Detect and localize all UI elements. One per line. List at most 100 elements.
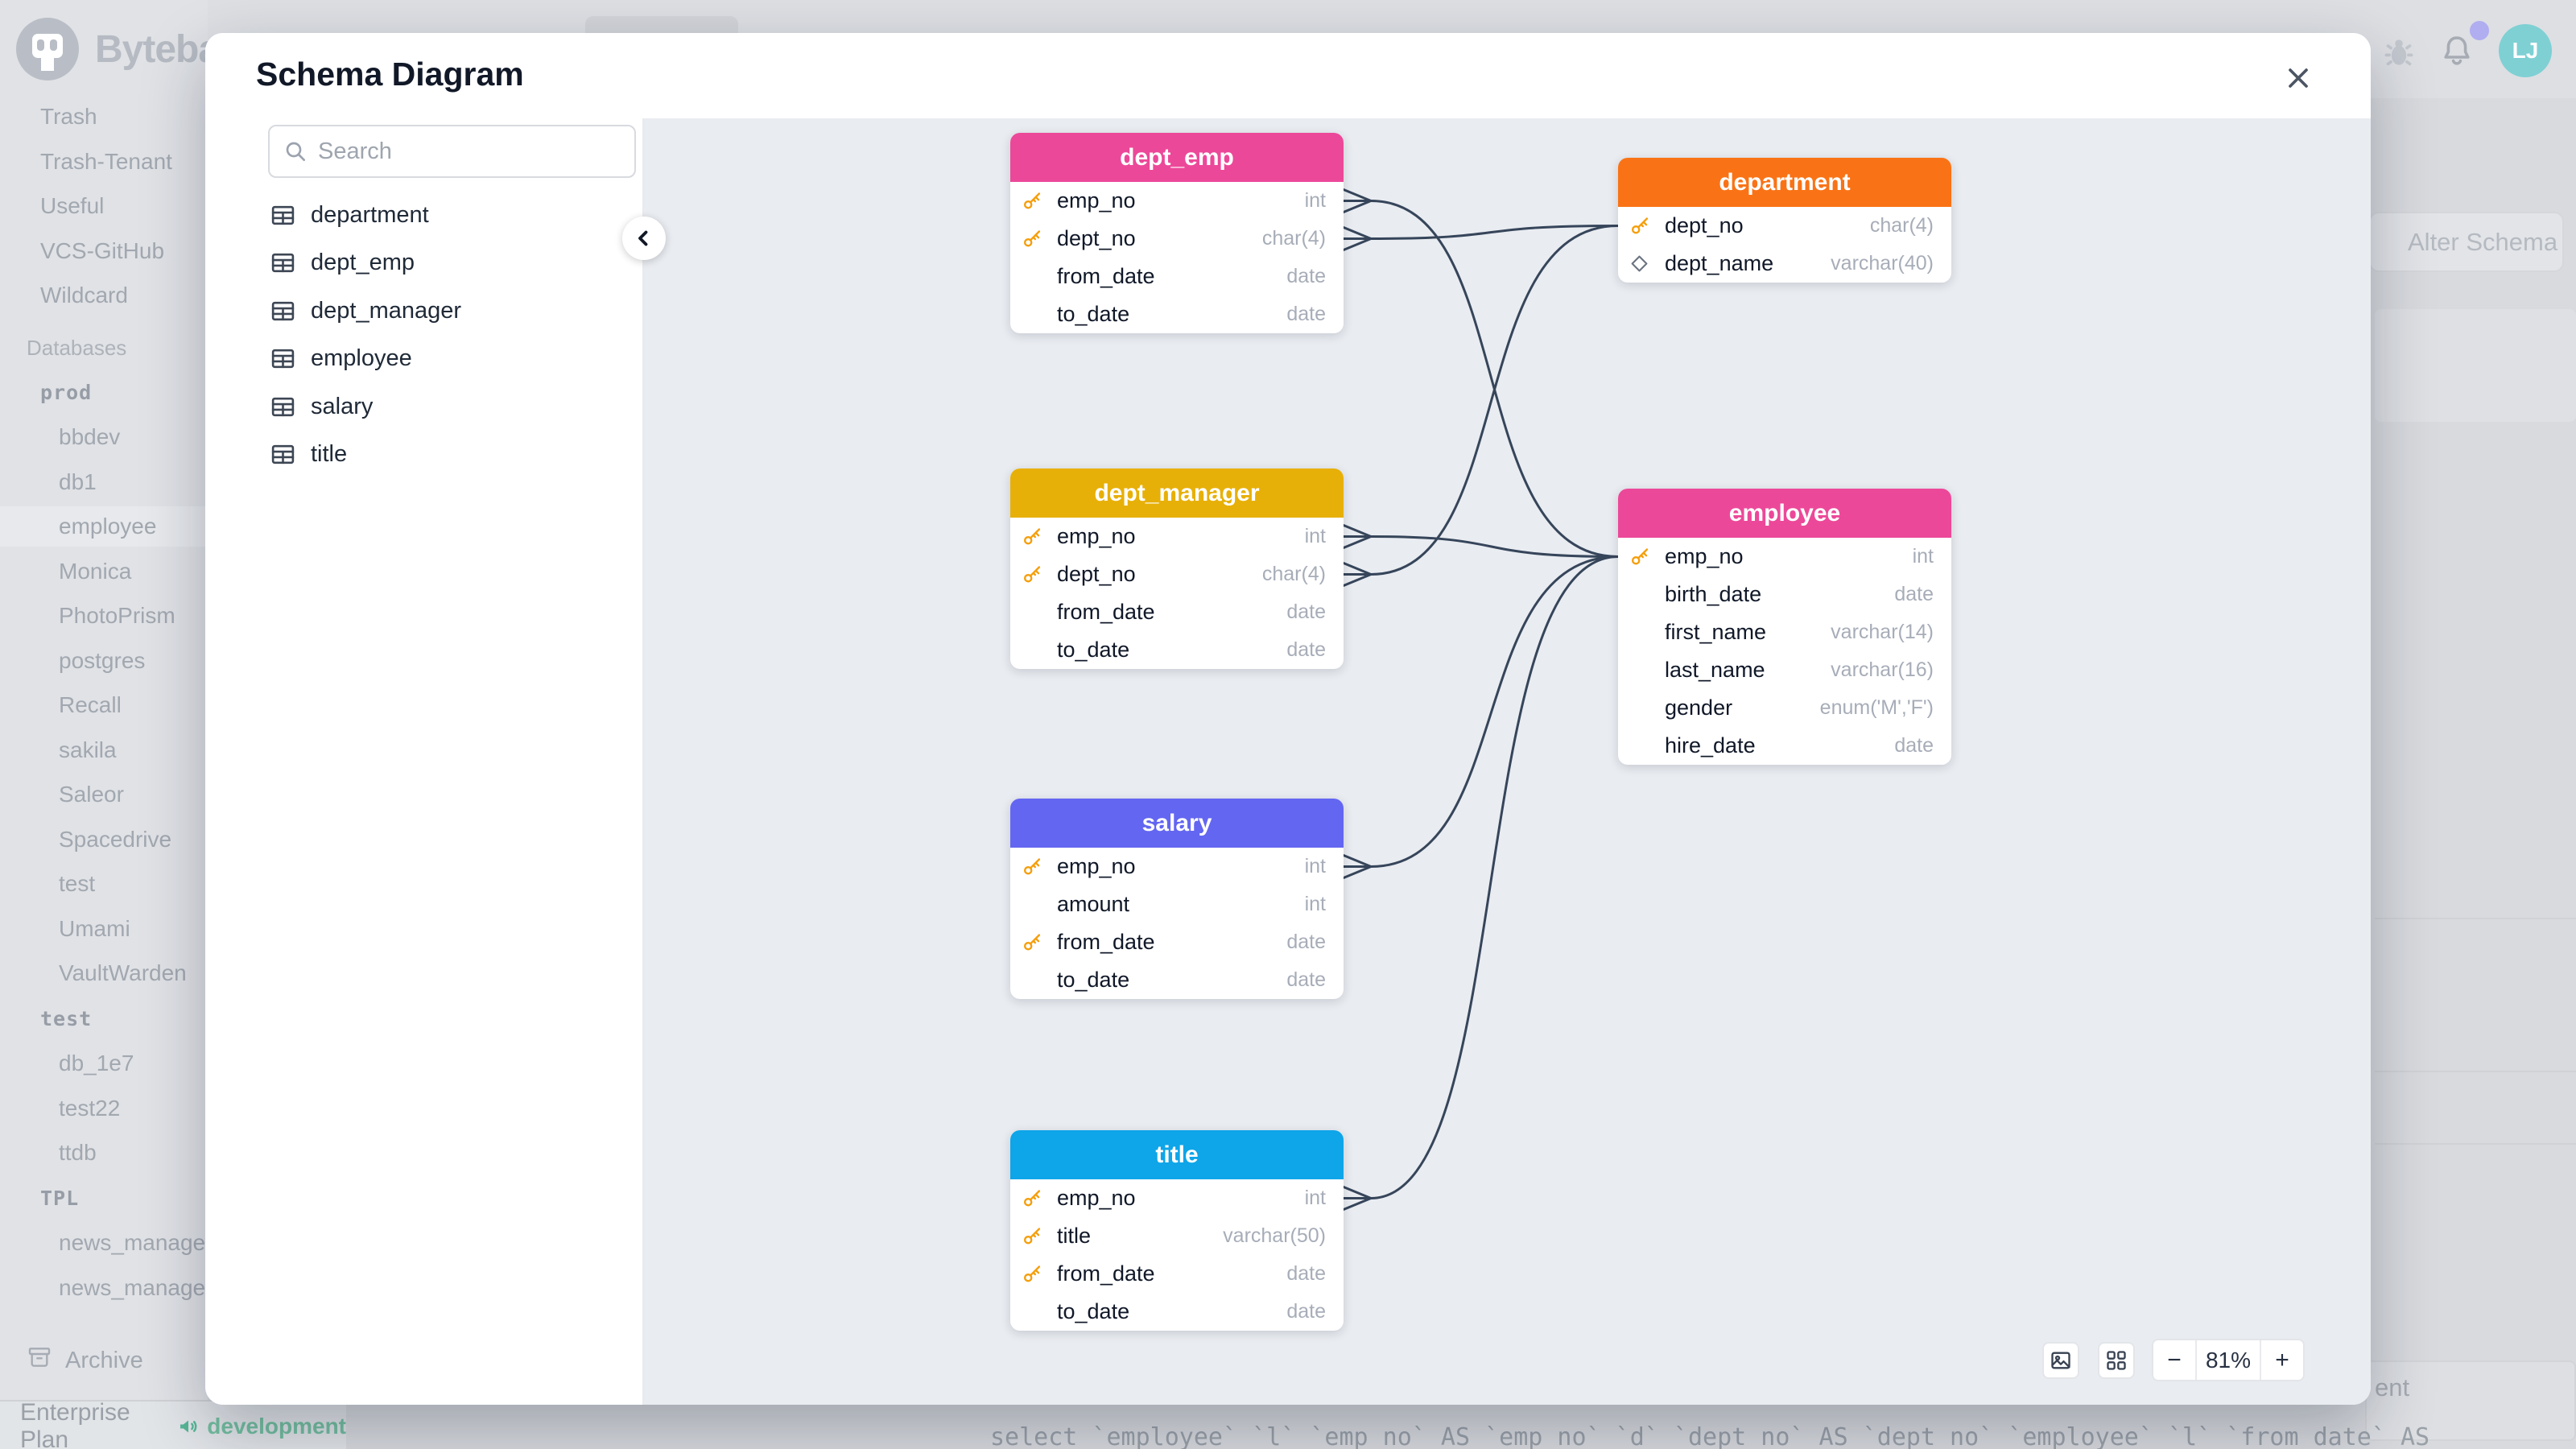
entity-header: dept_emp — [1010, 133, 1344, 182]
environment-chip[interactable]: development — [176, 1414, 346, 1439]
sidebar-group-test[interactable]: test — [40, 1006, 93, 1030]
sidebar-item-Useful[interactable]: Useful — [40, 193, 105, 218]
alter-schema-label: Alter Schema — [2408, 227, 2558, 256]
alter-schema-button[interactable]: Alter Schema — [2369, 212, 2564, 272]
zoom-out-button[interactable]: − — [2167, 1346, 2182, 1373]
collapse-panel-button[interactable] — [622, 217, 666, 260]
diagram-canvas[interactable] — [644, 118, 2371, 1405]
entity-field-row: dept_no char(4) — [1618, 207, 1951, 245]
primary-key-icon — [1022, 1225, 1057, 1247]
field-type: int — [1912, 545, 1934, 568]
user-avatar[interactable]: LJ — [2499, 24, 2552, 77]
primary-key-icon — [1022, 931, 1057, 953]
sidebar-item-Monica[interactable]: Monica — [59, 558, 132, 584]
sidebar-item-Recall[interactable]: Recall — [59, 692, 122, 717]
debug-icon[interactable] — [2381, 35, 2417, 71]
sidebar-item-archive[interactable]: Archive — [27, 1340, 208, 1381]
zoom-in-button[interactable]: + — [2275, 1346, 2289, 1373]
primary-key-icon — [1022, 856, 1057, 877]
sidebar-item-PhotoPrism[interactable]: PhotoPrism — [59, 603, 175, 628]
field-name: dept_no — [1665, 213, 1744, 237]
sidebar-item-VaultWarden[interactable]: VaultWarden — [59, 960, 187, 985]
field-type: char(4) — [1869, 214, 1934, 237]
table-list-item-employee[interactable]: employee — [270, 337, 624, 381]
table-list-label: salary — [311, 393, 374, 419]
table-list-item-salary[interactable]: salary — [270, 385, 624, 428]
table-list-item-department[interactable]: department — [270, 193, 624, 237]
field-type: date — [1286, 303, 1326, 325]
sidebar-item-db_1e7[interactable]: db_1e7 — [59, 1051, 134, 1075]
sidebar-item-Umami[interactable]: Umami — [59, 915, 130, 941]
entity-header: department — [1618, 158, 1951, 207]
sidebar-group-prod[interactable]: prod — [40, 380, 93, 404]
sidebar-item-test22[interactable]: test22 — [59, 1095, 121, 1121]
search-box — [268, 125, 636, 178]
table-list-item-title[interactable]: title — [270, 433, 624, 477]
field-name: gender — [1665, 696, 1733, 720]
speaker-icon — [180, 1420, 197, 1432]
primary-key-icon — [1629, 546, 1665, 568]
background-row-divider — [2375, 918, 2576, 919]
export-image-button[interactable] — [2042, 1342, 2079, 1379]
field-type: date — [1286, 638, 1326, 661]
sidebar-item-news_management[interactable]: news_management — [59, 1230, 208, 1255]
auto-layout-button[interactable] — [2098, 1342, 2135, 1379]
search-input[interactable] — [316, 137, 634, 166]
table-icon — [270, 394, 296, 420]
zoom-control: − 81% + — [2152, 1339, 2305, 1381]
search-icon — [283, 138, 308, 164]
sidebar-item-VCS-GitHub[interactable]: VCS-GitHub — [40, 237, 165, 263]
sidebar-item-db1[interactable]: db1 — [59, 469, 97, 494]
sidebar-item-test[interactable]: test — [59, 871, 96, 896]
field-type: char(4) — [1261, 227, 1326, 250]
table-list-item-dept_emp[interactable]: dept_emp — [270, 242, 624, 285]
field-type: date — [1286, 601, 1326, 623]
sidebar-item-Wildcard[interactable]: Wildcard — [40, 283, 128, 308]
zoom-level: 81% — [2195, 1340, 2261, 1380]
sidebar-item-employee[interactable]: employee — [0, 506, 208, 547]
background-input-fragment — [2365, 1360, 2576, 1441]
sidebar-item-news_management[interactable]: news_management — [59, 1274, 208, 1300]
sidebar-item-ttdb[interactable]: ttdb — [59, 1140, 97, 1165]
notification-dot — [2470, 21, 2489, 40]
sidebar-group-TPL[interactable]: TPL — [40, 1186, 80, 1210]
field-type: int — [1304, 189, 1326, 212]
field-type: varchar(16) — [1831, 658, 1934, 681]
sidebar-item-bbdev[interactable]: bbdev — [59, 424, 121, 449]
close-icon[interactable] — [2279, 59, 2318, 97]
table-list-label: title — [311, 441, 348, 467]
bytebase-logo[interactable]: Bytebase — [16, 18, 208, 82]
sidebar-item-Saleor[interactable]: Saleor — [59, 782, 124, 807]
table-icon — [270, 441, 296, 468]
field-name: emp_no — [1057, 1186, 1136, 1210]
grid-icon — [2107, 1351, 2126, 1370]
entity-header: title — [1010, 1130, 1344, 1179]
sidebar-item-Trash-Tenant[interactable]: Trash-Tenant — [40, 148, 172, 174]
sidebar-item-postgres[interactable]: postgres — [59, 647, 146, 673]
primary-key-icon — [1022, 228, 1057, 250]
table-list-item-dept_manager[interactable]: dept_manager — [270, 289, 624, 332]
entity-field-row: to_date date — [1010, 1293, 1344, 1331]
field-name: to_date — [1057, 968, 1130, 992]
table-icon — [270, 250, 296, 276]
sidebar-item-Trash[interactable]: Trash — [40, 104, 97, 129]
sidebar-item-sakila[interactable]: sakila — [59, 737, 117, 762]
field-type: int — [1304, 893, 1326, 915]
field-type: date — [1286, 265, 1326, 287]
field-name: to_date — [1057, 1299, 1130, 1323]
sidebar-item-Spacedrive[interactable]: Spacedrive — [59, 826, 172, 852]
field-type: date — [1286, 1300, 1326, 1323]
primary-key-icon — [1022, 564, 1057, 585]
notification-bell-icon[interactable] — [2438, 32, 2473, 68]
